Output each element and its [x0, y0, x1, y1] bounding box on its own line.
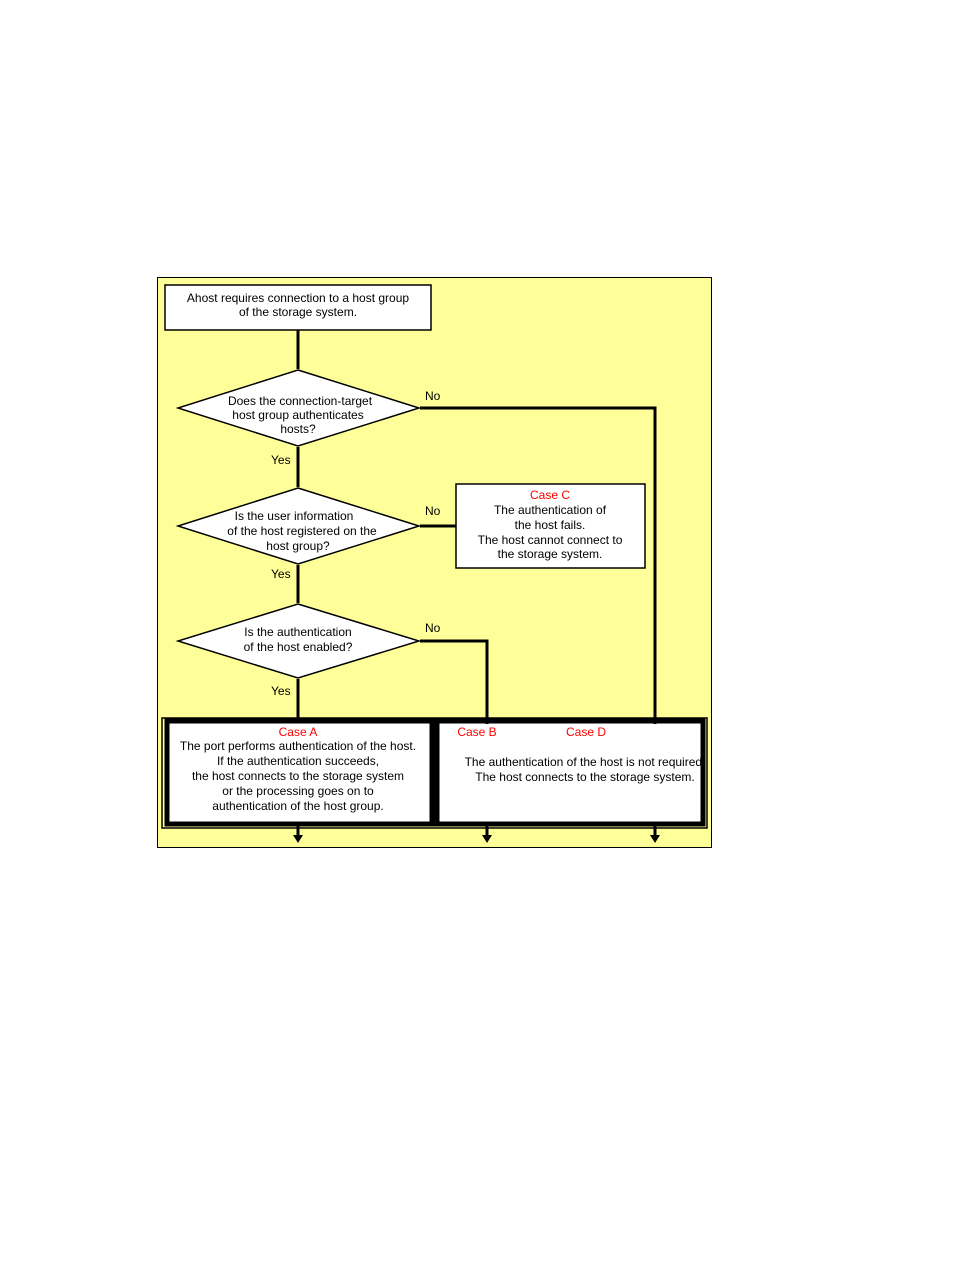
start-line-2: of the storage system. [239, 305, 357, 319]
authentication-flowchart: Ahost requires connection to a host grou… [157, 277, 712, 848]
arrowheads [293, 835, 660, 843]
case-d-title: Case D [566, 725, 606, 739]
connector-lines [296, 330, 657, 837]
decision2-line-3: host group? [266, 539, 330, 553]
decision3-line-2: of the host enabled? [244, 640, 353, 654]
result-frame [161, 717, 708, 829]
decision3-line-1: Is the authentication [244, 625, 351, 639]
case-c-line-2: the host fails. [515, 518, 586, 532]
no-label-1: No [425, 389, 441, 403]
decision2-line-1: Is the user information [235, 509, 354, 523]
start-line-1: Ahost requires connection to a host grou… [187, 291, 409, 305]
case-a-line-5: authentication of the host group. [212, 799, 383, 813]
case-c-box: Case C The authentication of the host fa… [455, 483, 646, 569]
case-b-title: Case B [457, 725, 496, 739]
decision1-line-2: host group authenticates [232, 408, 363, 422]
case-b-d-box: Case B Case D The authentication of the … [434, 718, 706, 827]
decision1-line-1: Does the connection-target [228, 394, 373, 408]
case-d-line-2: The host connects to the storage system. [475, 770, 694, 784]
case-c-line-4: the storage system. [498, 547, 603, 561]
case-c-line-3: The host cannot connect to [478, 533, 623, 547]
case-a-line-3: the host connects to the storage system [192, 769, 404, 783]
decision-authenticates-hosts: Does the connection-target host group au… [175, 369, 422, 447]
decision1-line-3: hosts? [280, 422, 316, 436]
case-a-line-2: If the authentication succeeds, [217, 754, 379, 768]
decision2-line-2: of the host registered on the [227, 524, 377, 538]
case-a-title: Case A [279, 725, 318, 739]
case-d-line-1: The authentication of the host is not re… [465, 755, 706, 769]
case-a-line-1: The port performs authentication of the … [180, 739, 416, 753]
start-box: Ahost requires connection to a host grou… [164, 284, 432, 331]
arrowhead-case-d [650, 835, 660, 843]
decision-user-info-registered: Is the user information of the host regi… [175, 487, 422, 565]
decision-authentication-enabled: Is the authentication of the host enable… [175, 603, 422, 679]
yes-label-2: Yes [271, 567, 291, 581]
case-c-title: Case C [530, 488, 570, 502]
yes-label-1: Yes [271, 453, 291, 467]
case-a-line-4: or the processing goes on to [222, 784, 374, 798]
no-label-2: No [425, 504, 441, 518]
arrowhead-case-b [482, 835, 492, 843]
case-a-box: Case A The port performs authentication … [164, 718, 435, 827]
case-c-line-1: The authentication of [494, 503, 607, 517]
arrowhead-case-a [293, 835, 303, 843]
no-label-3: No [425, 621, 441, 635]
yes-label-3: Yes [271, 684, 291, 698]
